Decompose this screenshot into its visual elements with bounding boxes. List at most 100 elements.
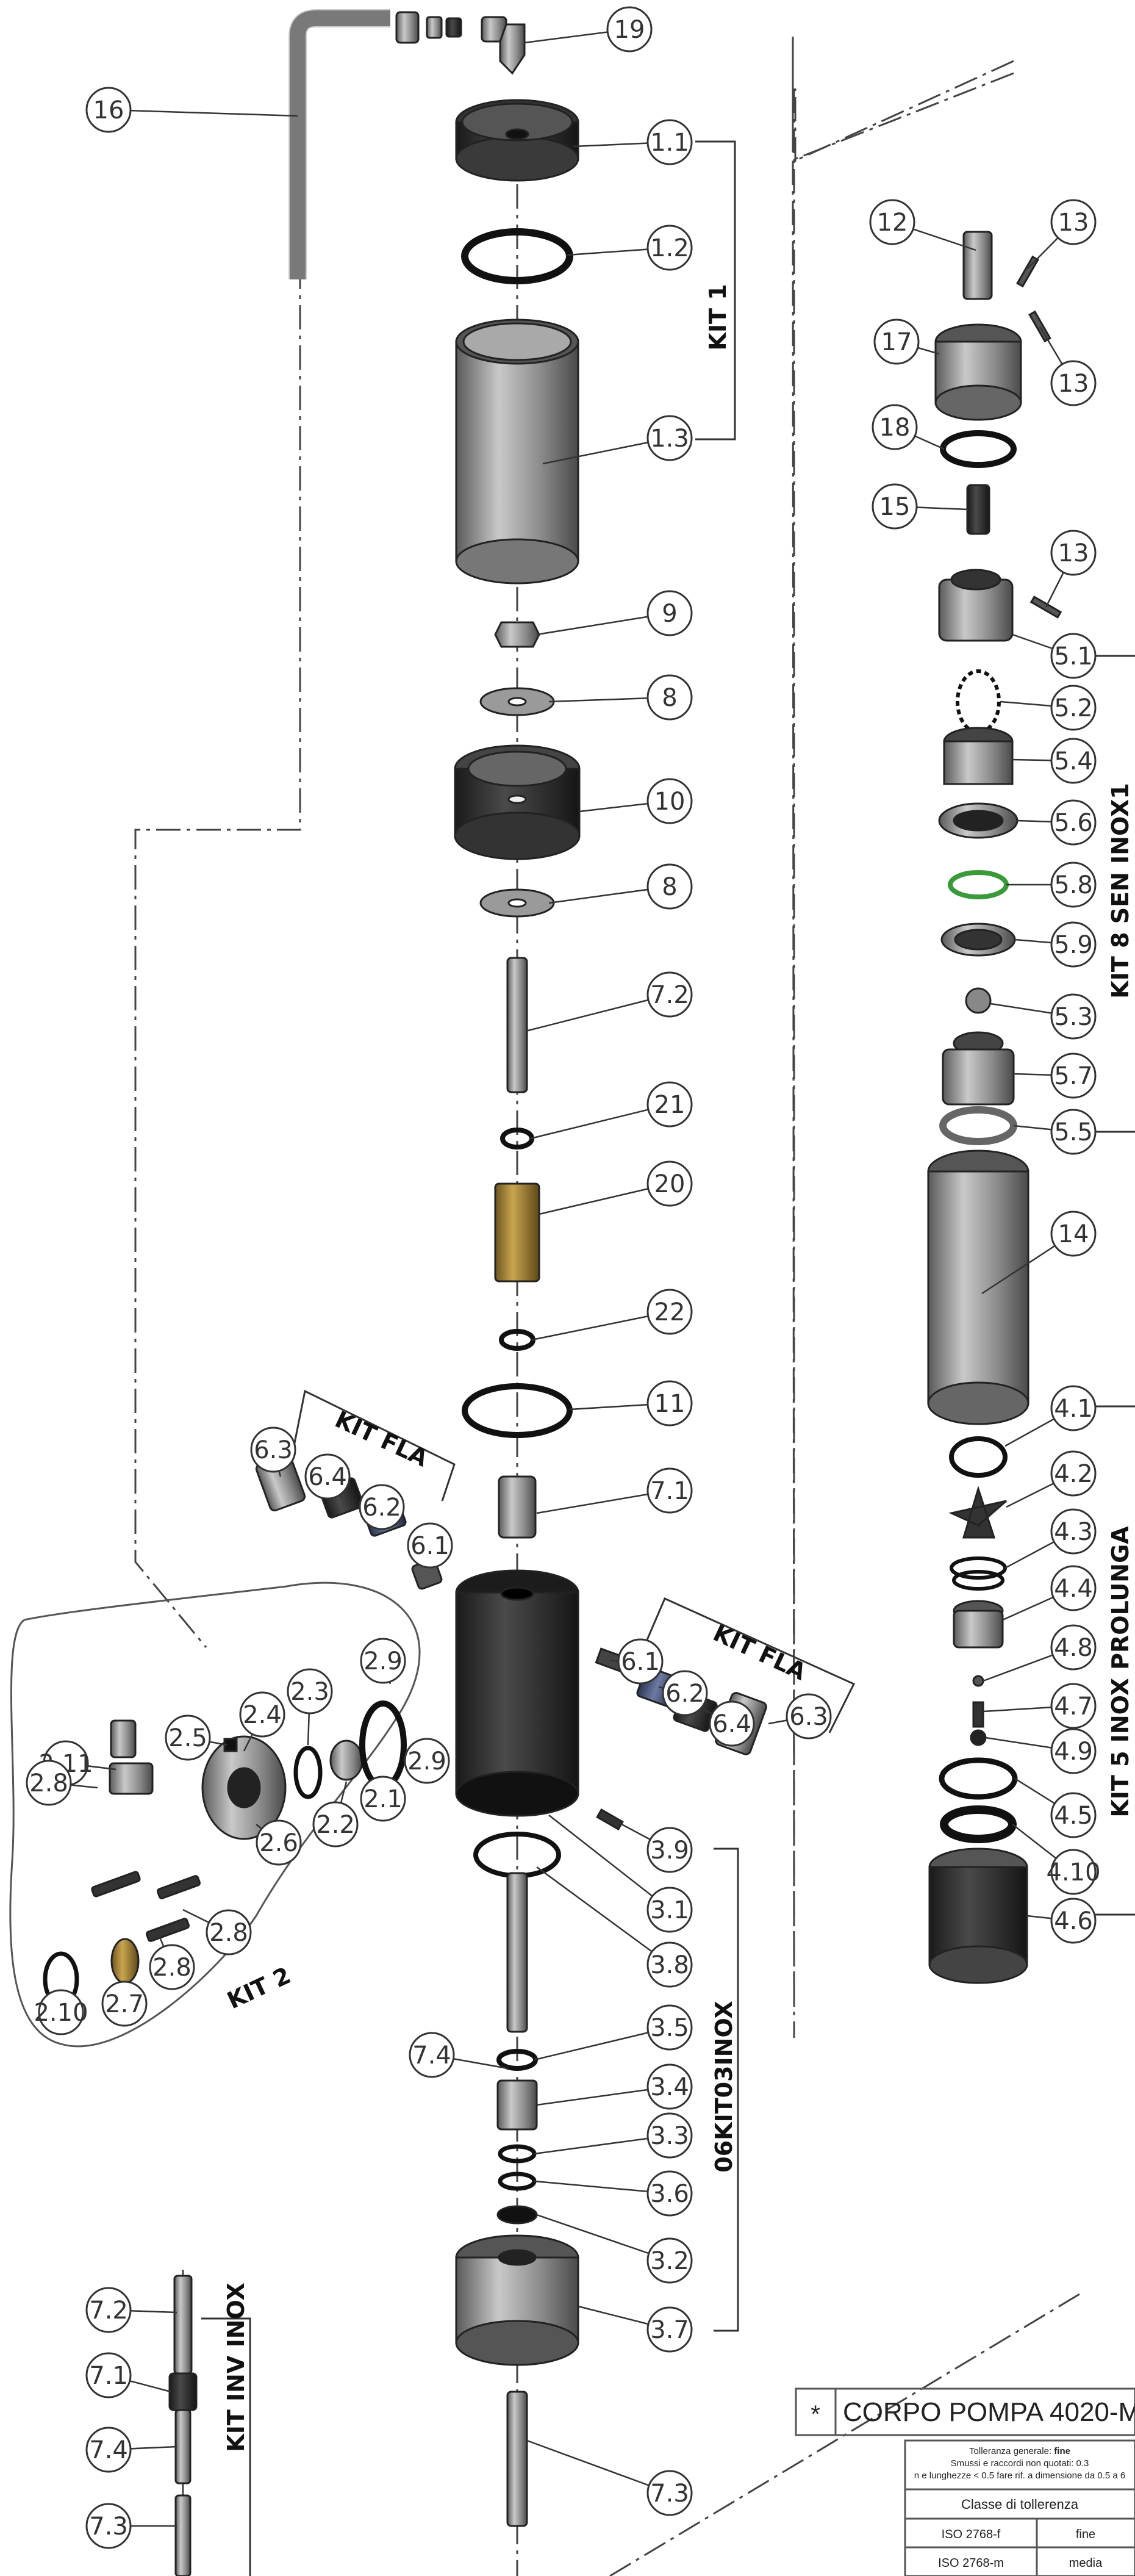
callout-label: 3.4 — [650, 2073, 689, 2101]
callout-bubble — [1050, 993, 1097, 1040]
callout-bubble — [1050, 1792, 1097, 1838]
callout-bubble — [646, 2237, 693, 2284]
callout-bubble — [360, 1638, 406, 1684]
callout-label: 3.1 — [650, 1896, 689, 1924]
callout-label: 3.5 — [650, 2014, 689, 2042]
callout-bubble — [101, 1981, 148, 2027]
callout-bubble — [1050, 1898, 1097, 1944]
callout-bubble — [85, 2427, 132, 2473]
tolerance-line2: Smussi e raccordi non quotati: 0.3 — [951, 2458, 1089, 2469]
kitinv-label: KIT INV INOX — [223, 2283, 249, 2452]
callout-bubble — [646, 863, 693, 910]
callout-label: 20 — [654, 1170, 686, 1198]
kit-inv-parts — [168, 2275, 198, 2576]
callout-label: 2.1 — [363, 1785, 403, 1813]
title-text: CORPO POMPA 4020-MINOX — [843, 2397, 1135, 2427]
callout-bubble — [287, 1668, 333, 1714]
callout-bubble — [256, 1819, 302, 1866]
tolerance-row-grade: media — [1069, 2556, 1103, 2570]
callout-bubble — [872, 483, 918, 530]
callout-bubble — [646, 119, 693, 165]
callout-label: 6.1 — [621, 1648, 660, 1676]
callout-bubble — [85, 2503, 132, 2549]
callout-bubble — [359, 1484, 405, 1530]
callout-leader — [108, 109, 298, 117]
callout-leader — [548, 1815, 670, 1910]
callout-bubble — [786, 1693, 832, 1740]
callout-label: 5.7 — [1054, 1062, 1093, 1090]
callout-label: 2.3 — [290, 1678, 329, 1706]
tolerance-class-header: Classe di tollerenza — [961, 2497, 1079, 2512]
callout-label: 11 — [654, 1390, 686, 1418]
kit-brackets — [201, 140, 1135, 2576]
callout-label: 12 — [877, 209, 908, 237]
callout-bubble — [312, 1801, 359, 1847]
callout-label: 3.8 — [650, 1951, 689, 1979]
callout-label: 7.2 — [89, 2297, 128, 2325]
callout-bubble — [646, 778, 693, 824]
tolerance-line3: n e lunghezze < 0.5 fare rif. a dimensio… — [914, 2470, 1125, 2481]
callout-leader — [536, 2214, 670, 2262]
callout-label: 2.9 — [407, 1747, 446, 1775]
callout-bubble — [646, 2306, 693, 2353]
callout-label: 1.2 — [650, 234, 689, 262]
callout-leader — [536, 1866, 670, 1966]
callout-bubble — [1050, 199, 1097, 245]
callout-label: 3.9 — [650, 1837, 689, 1865]
kit2-parts — [9, 1581, 421, 2048]
callout-bubble — [1050, 685, 1097, 731]
callout-label: 7.3 — [89, 2513, 128, 2541]
callout-label: 2.8 — [29, 1769, 68, 1797]
callout-bubble — [617, 1638, 664, 1685]
callout-label: 7.1 — [89, 2362, 128, 2390]
callout-bubble — [646, 1081, 693, 1128]
callout-label: 10 — [654, 788, 686, 816]
callout-bubble — [1050, 1683, 1097, 1729]
callout-label: 3.2 — [650, 2247, 689, 2275]
right-column-parts — [927, 231, 1062, 1984]
callout-bubble — [709, 1700, 755, 1747]
callout-label: 13 — [1058, 209, 1089, 237]
callout-label: 6.4 — [712, 1710, 751, 1738]
callout-bubble — [646, 415, 693, 461]
callout-bubble — [646, 2112, 693, 2159]
callout-bubble — [646, 1380, 693, 1427]
callout-label: 5.9 — [1054, 931, 1093, 959]
callout-label: 14 — [1058, 1220, 1089, 1248]
callout-label: 4.3 — [1054, 1518, 1093, 1546]
tolerance-row-std: ISO 2768-f — [942, 2528, 1001, 2541]
callout-bubble — [1050, 862, 1097, 908]
callout-label: 5.3 — [1054, 1003, 1093, 1031]
callout-bubble — [149, 1944, 195, 1990]
callout-bubble — [646, 590, 693, 636]
callout-bubble — [646, 225, 693, 271]
callout-bubble — [1050, 360, 1097, 406]
callout-bubble — [646, 1289, 693, 1335]
callout-bubble — [206, 1909, 252, 1955]
callout-label: 7.4 — [412, 2042, 451, 2070]
callout-label: 5.5 — [1054, 1118, 1093, 1146]
callout-label: 19 — [614, 16, 645, 44]
callout-bubble — [1050, 1385, 1097, 1431]
callout-leader — [530, 1103, 670, 1140]
callout-bubble — [869, 199, 915, 245]
callout-label: 4.1 — [1054, 1395, 1093, 1423]
callout-label: 5.6 — [1054, 809, 1093, 837]
tolerance-row-grade: fine — [1076, 2528, 1095, 2541]
callout-label: 3.6 — [650, 2180, 689, 2208]
callout-label: 13 — [1058, 370, 1089, 398]
callout-label: 9 — [662, 600, 677, 628]
callout-bubble — [646, 1467, 693, 1514]
callout-label: 5.1 — [1054, 642, 1093, 671]
callout-label: 22 — [654, 1298, 686, 1326]
callout-label: 1.1 — [650, 129, 689, 157]
callout-label: 4.6 — [1054, 1907, 1093, 1935]
callout-bubble — [606, 6, 653, 52]
callout-bubble — [1050, 1508, 1097, 1555]
callout-label: 17 — [881, 328, 912, 356]
kit06-label: 06KIT03INOX — [711, 2001, 737, 2172]
callout-label: 13 — [1058, 539, 1089, 567]
